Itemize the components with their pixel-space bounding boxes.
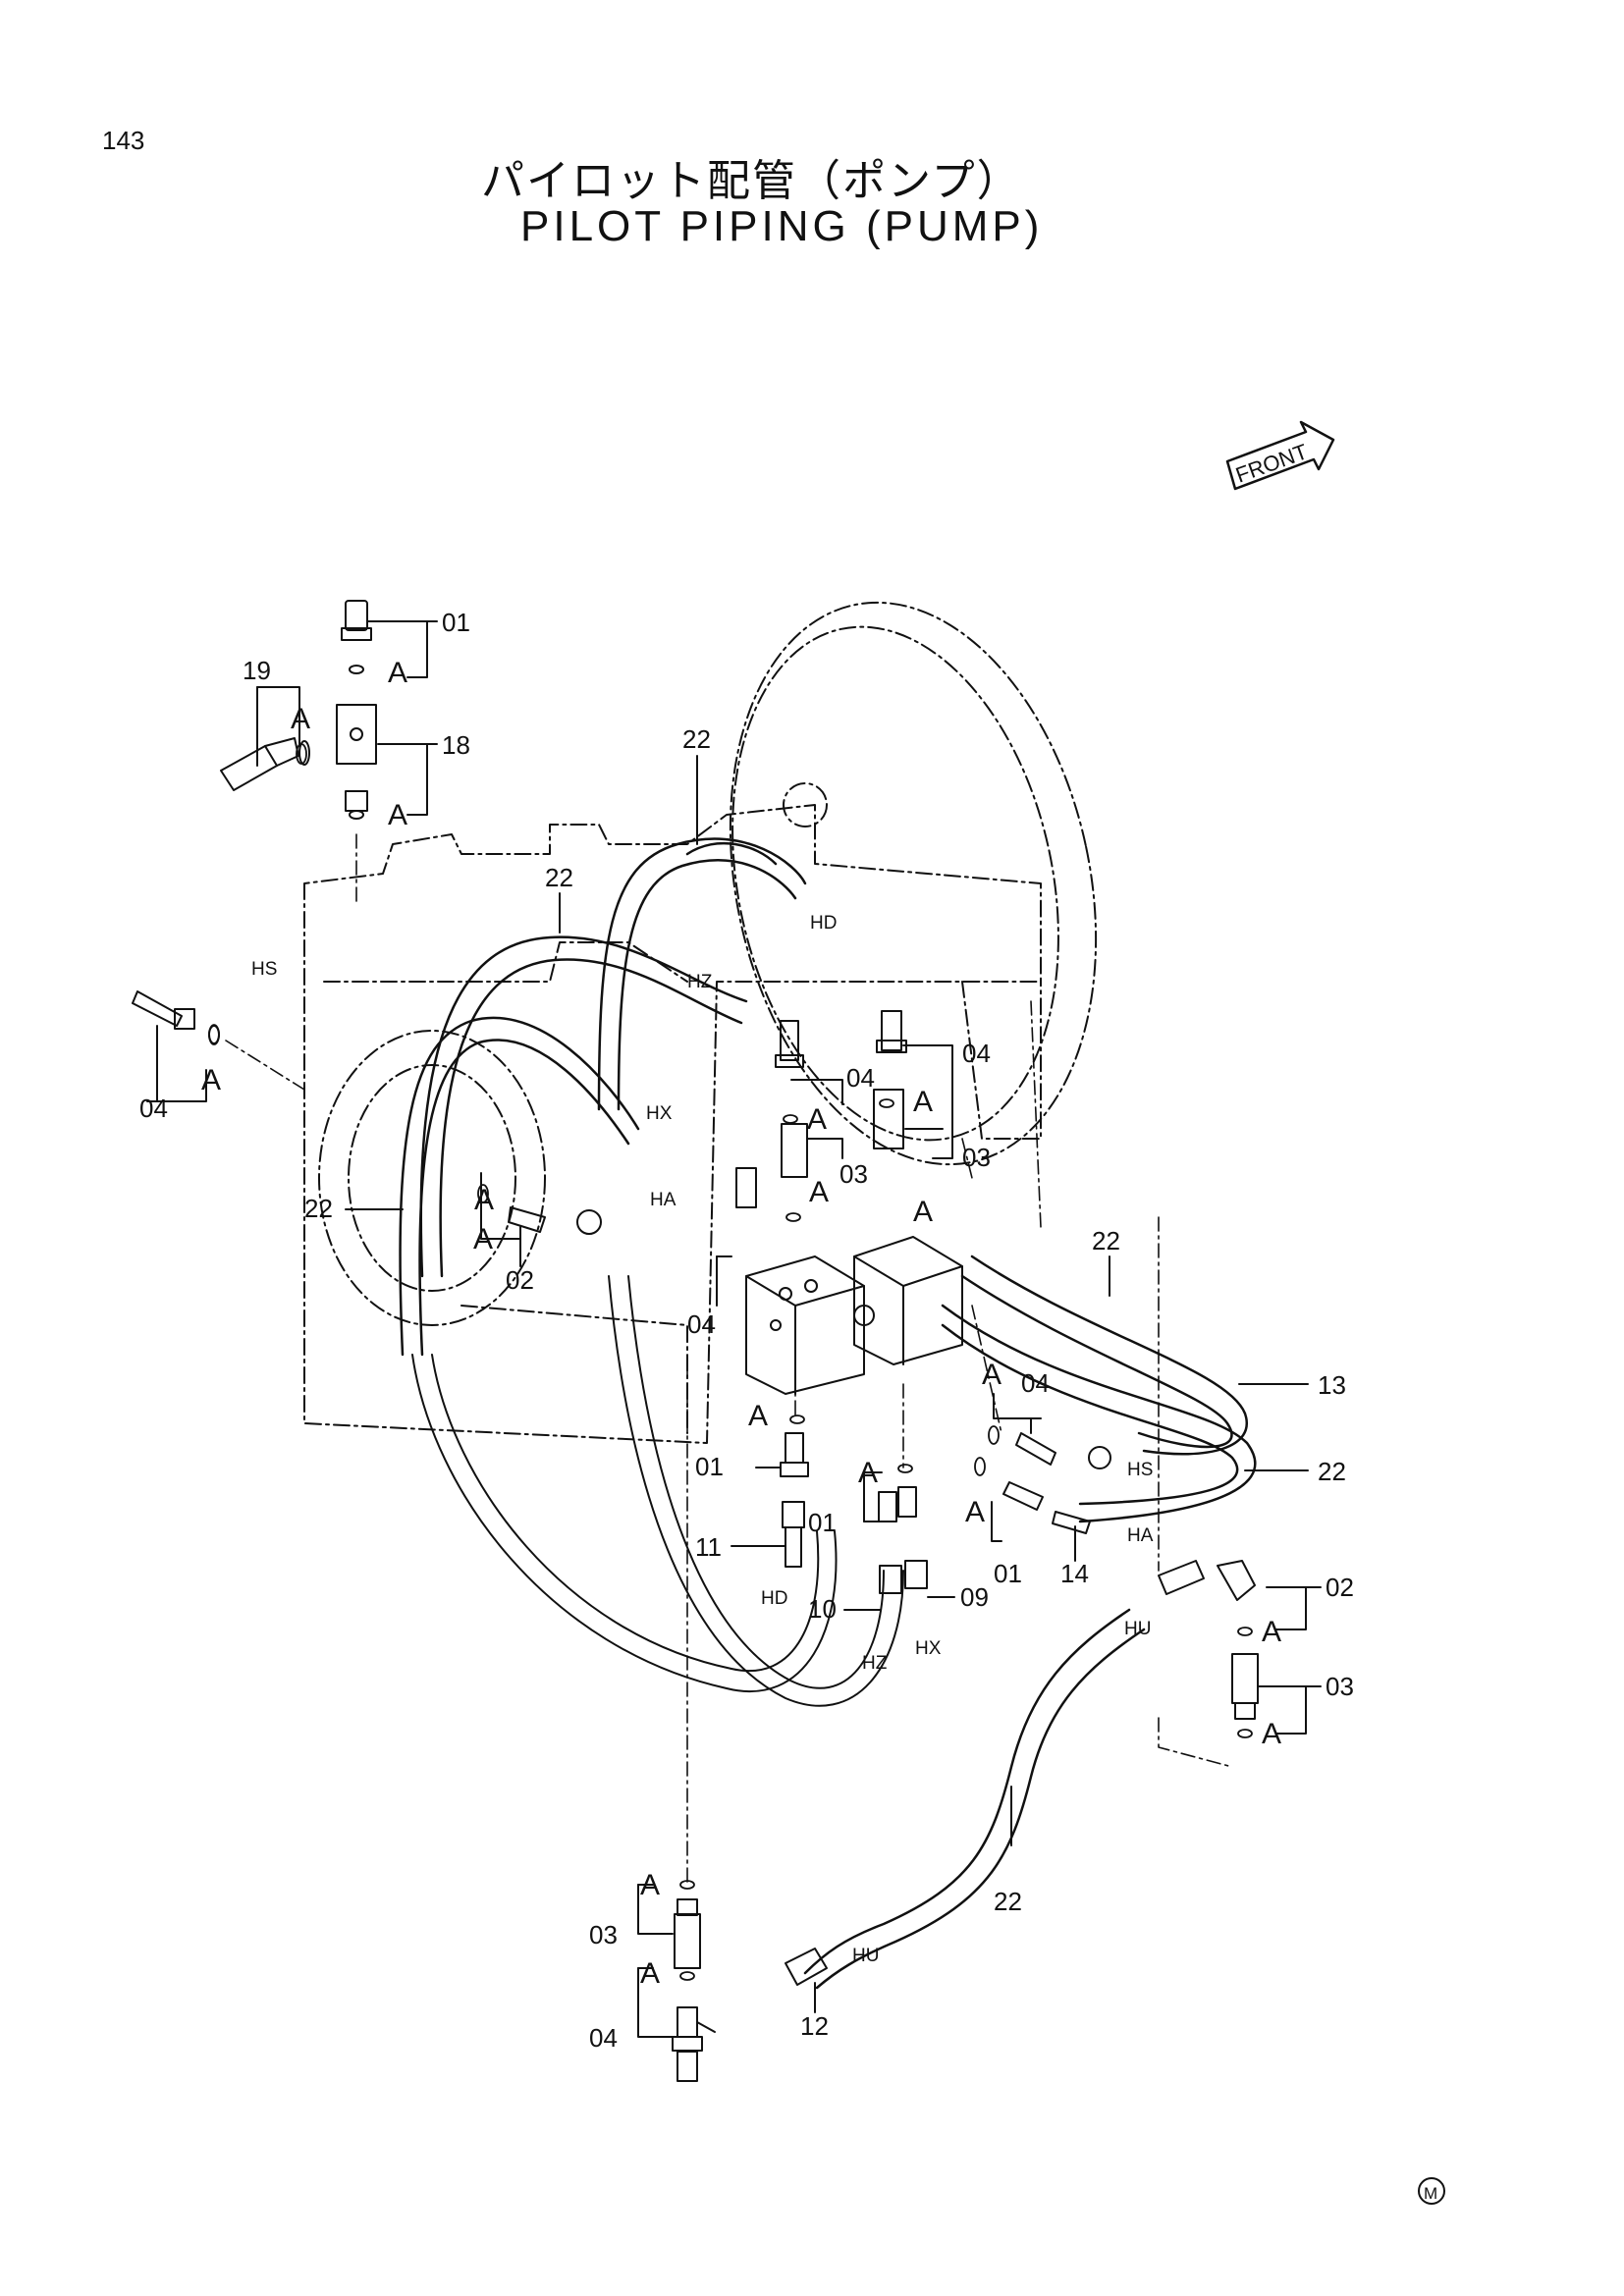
- port-hx-lower: HX: [915, 1638, 942, 1659]
- callout-labels: 01 18 19 22 22 04 22 02 04 03 04 03 04 2…: [139, 608, 1354, 2053]
- front-arrow-icon: [1225, 420, 1335, 491]
- callout-03-bottom: 03: [589, 1920, 618, 1949]
- maker-mark: M: [1418, 2177, 1445, 2205]
- front-label: FRONT: [1232, 439, 1311, 487]
- mark-a-18: A: [474, 1184, 494, 1216]
- mark-a-3: A: [388, 799, 407, 831]
- mark-a-10: A: [748, 1400, 768, 1432]
- title-japanese: パイロット配管（ポンプ）: [481, 156, 1022, 206]
- port-hx-upper: HX: [646, 1103, 673, 1124]
- fittings: [132, 600, 1259, 2082]
- callout-22-right: 22: [1092, 1226, 1120, 1255]
- hose-22-left: [399, 1016, 640, 1357]
- port-hd-upper: HD: [810, 913, 837, 934]
- callout-18: 18: [442, 730, 470, 760]
- mark-a-12: A: [858, 1457, 878, 1489]
- callout-01-lower-right: 01: [994, 1559, 1022, 1588]
- callout-01-lower-mid: 01: [808, 1508, 837, 1537]
- callout-22-right-lower: 22: [1318, 1457, 1346, 1486]
- mark-a-5: A: [473, 1223, 493, 1255]
- page-number: 143: [102, 126, 145, 155]
- callout-04-center: 04: [846, 1063, 875, 1093]
- port-labels: HD HS HZ HX HA HS HA HU HD HZ HX HU: [251, 913, 1154, 1966]
- mark-a-16: A: [640, 1869, 660, 1901]
- o-rings: [208, 743, 1253, 1981]
- assembly-lines: [225, 833, 1233, 1886]
- title-english: PILOT PIPING (PUMP): [520, 202, 1044, 250]
- leader-lines: [146, 620, 1322, 2038]
- detail-a-marks: A A A A A A A A A A A A A A A A A A: [201, 657, 1281, 1990]
- callout-03-right: 03: [1326, 1672, 1354, 1701]
- hose-22-hu: [803, 1608, 1146, 1990]
- callout-03-center-right: 03: [962, 1143, 991, 1172]
- port-hs-left: HS: [251, 959, 277, 980]
- port-hs-right: HS: [1127, 1460, 1153, 1480]
- valve-block-right: [853, 1236, 963, 1365]
- callout-22-left: 22: [304, 1194, 333, 1223]
- callout-04-left: 04: [139, 1094, 168, 1123]
- mark-a-8: A: [809, 1176, 829, 1208]
- mark-a-14: A: [1262, 1616, 1281, 1648]
- callout-13: 13: [1318, 1370, 1346, 1400]
- callout-04-center-right: 04: [962, 1039, 991, 1068]
- callout-01-lower-left: 01: [695, 1452, 724, 1481]
- callout-22-lower: 22: [994, 1887, 1022, 1916]
- callout-02-right: 02: [1326, 1573, 1354, 1602]
- hose-22-right: [941, 1304, 1257, 1523]
- port-hd-lower: HD: [761, 1588, 787, 1609]
- mark-a-17: A: [640, 1957, 660, 1990]
- callout-12: 12: [800, 2011, 829, 2041]
- callout-01-top: 01: [442, 608, 470, 637]
- port-hz-upper: HZ: [687, 972, 713, 992]
- long-hoses-lower: [411, 1275, 904, 1707]
- pump-body-outline: [303, 804, 1042, 1444]
- callout-11: 11: [695, 1532, 722, 1562]
- hose-22-upper: [597, 837, 807, 1111]
- mark-a-6: A: [807, 1103, 827, 1136]
- port-hu-upper: HU: [1124, 1619, 1151, 1639]
- callout-22-left-upper: 22: [545, 863, 573, 892]
- callout-04-center-lower: 04: [687, 1309, 716, 1339]
- hose-13: [960, 1255, 1248, 1456]
- mark-a-4: A: [201, 1064, 221, 1096]
- mark-a-15: A: [1262, 1718, 1281, 1750]
- mark-a-2: A: [291, 703, 310, 735]
- mark-a-11: A: [982, 1359, 1001, 1391]
- flywheel-outline: [729, 601, 1098, 1166]
- callout-04-right: 04: [1021, 1368, 1050, 1398]
- valve-block-left: [745, 1255, 865, 1395]
- callout-10: 10: [808, 1594, 837, 1624]
- callout-02-left: 02: [506, 1265, 534, 1295]
- callout-22-upper: 22: [682, 724, 711, 754]
- mark-a-9: A: [913, 1196, 933, 1228]
- callout-09: 09: [960, 1582, 989, 1612]
- callout-19: 19: [243, 656, 271, 685]
- callout-14: 14: [1060, 1559, 1089, 1588]
- mark-a-1: A: [388, 657, 407, 689]
- mark-a-7: A: [913, 1086, 933, 1118]
- callout-03-center: 03: [839, 1159, 868, 1189]
- port-ha-right: HA: [1127, 1525, 1154, 1546]
- maker-mark-letter: M: [1424, 2184, 1437, 2203]
- hose-22-middle: [419, 935, 748, 1278]
- port-hu-lower: HU: [852, 1946, 879, 1966]
- port-hz-lower: HZ: [862, 1653, 888, 1674]
- mark-a-13: A: [965, 1496, 985, 1528]
- port-ha-upper: HA: [650, 1190, 677, 1210]
- callout-04-bottom: 04: [589, 2023, 618, 2053]
